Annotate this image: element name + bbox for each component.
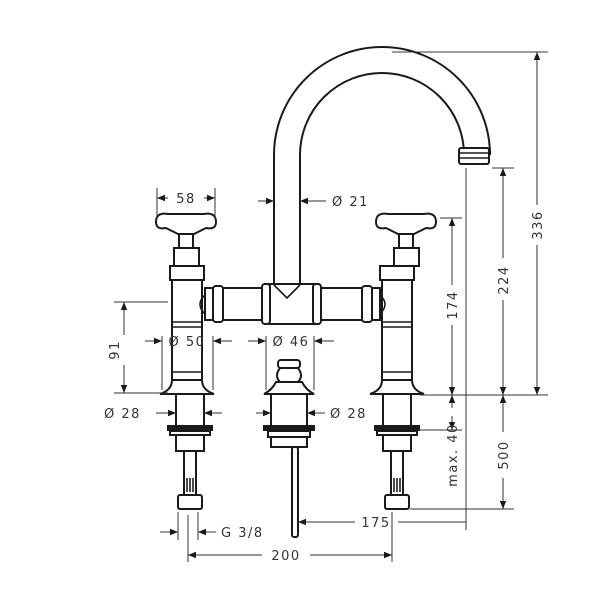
dim-body-diameter: Ø 50 <box>169 335 206 350</box>
spout <box>273 46 491 286</box>
dimension-labels: 58 Ø 21 336 224 174 max. 40 500 91 Ø 50 … <box>104 192 546 564</box>
dim-total-height: 336 <box>531 210 546 239</box>
dim-shank-diameter-left: Ø 28 <box>104 407 141 422</box>
dim-handle-height: 174 <box>446 290 461 319</box>
dim-hose-length: 500 <box>497 440 512 469</box>
dimension-lines <box>114 51 548 562</box>
dim-popup-diameter: Ø 46 <box>273 335 310 350</box>
dim-handle-width: 58 <box>176 192 196 207</box>
right-valve <box>369 212 438 510</box>
dim-center-distance: 200 <box>271 549 300 564</box>
dim-connection-thread: G 3/8 <box>221 526 264 541</box>
dim-shank-diameter-center: Ø 28 <box>330 407 367 422</box>
bridge-pipe <box>204 283 381 325</box>
dim-body-height: 91 <box>108 340 123 360</box>
dim-spout-diameter: Ø 21 <box>332 195 369 210</box>
left-valve <box>154 212 218 510</box>
dim-spout-reach: 175 <box>361 516 390 531</box>
popup-waste <box>263 359 315 538</box>
dim-spout-height: 224 <box>497 265 512 294</box>
dim-max-thickness: max. 40 <box>446 423 461 487</box>
